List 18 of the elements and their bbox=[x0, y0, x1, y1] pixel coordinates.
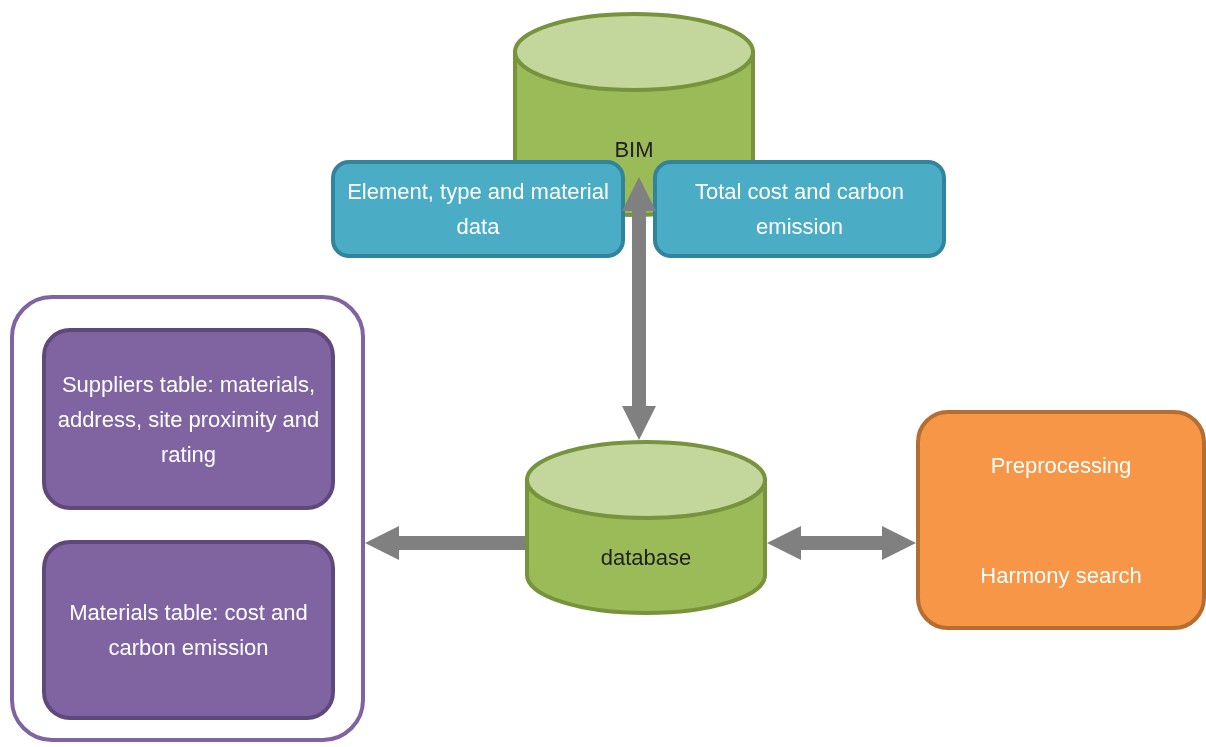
node-label: Harmony search bbox=[979, 561, 1143, 590]
double-arrow bbox=[622, 177, 656, 440]
node-label: Total cost and carbon emission bbox=[693, 178, 906, 241]
node-label: Preprocessing bbox=[989, 451, 1133, 480]
arrow bbox=[365, 526, 525, 560]
node-label: Element, type and material data bbox=[346, 178, 610, 241]
process-box bbox=[653, 160, 946, 258]
process-box bbox=[42, 540, 335, 720]
process-box bbox=[42, 328, 335, 510]
process-box bbox=[331, 160, 625, 258]
double-arrow bbox=[767, 526, 916, 560]
process-box bbox=[916, 410, 1206, 630]
node-label: Suppliers table: materials, address, site proximity and rating bbox=[56, 370, 321, 469]
group-box bbox=[10, 295, 365, 742]
cylinder-node bbox=[525, 440, 767, 615]
node-label: BIM bbox=[613, 136, 655, 164]
node-label: Materials table: cost and carbon emission bbox=[68, 599, 309, 662]
node-label: database bbox=[599, 544, 693, 572]
